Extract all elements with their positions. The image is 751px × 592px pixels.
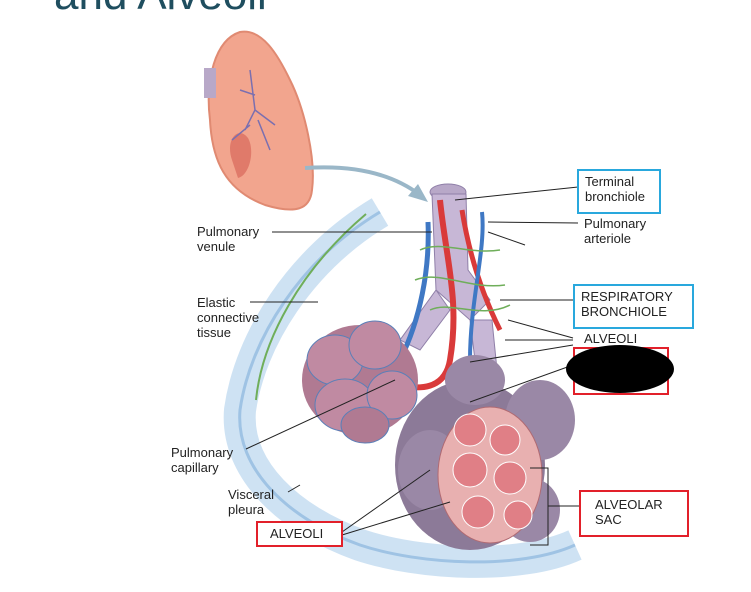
terminal-bronchiole-label: Terminal bronchiole — [577, 169, 661, 214]
pulmonary-capillary-label: Pulmonary capillary — [171, 445, 233, 475]
alveolar-sac-label: ALVEOLAR SAC — [579, 490, 689, 537]
alveoli-upper-label: ALVEOLI — [584, 331, 637, 346]
visceral-pleura-label: Visceral pleura — [228, 487, 274, 517]
lung-icon — [204, 32, 313, 210]
pulmonary-arteriole-label: Pulmonary arteriole — [584, 216, 646, 246]
arrow-icon — [305, 167, 420, 195]
elastic-connective-tissue-label: Elastic connective tissue — [197, 295, 259, 340]
alveoli-cluster — [302, 321, 418, 443]
redaction-mark — [566, 345, 674, 393]
respiratory-bronchiole-label: RESPIRATORY BRONCHIOLE — [573, 284, 694, 329]
alveoli-lower-label: ALVEOLI — [256, 521, 343, 547]
pulmonary-venule-label: Pulmonary venule — [197, 224, 259, 254]
